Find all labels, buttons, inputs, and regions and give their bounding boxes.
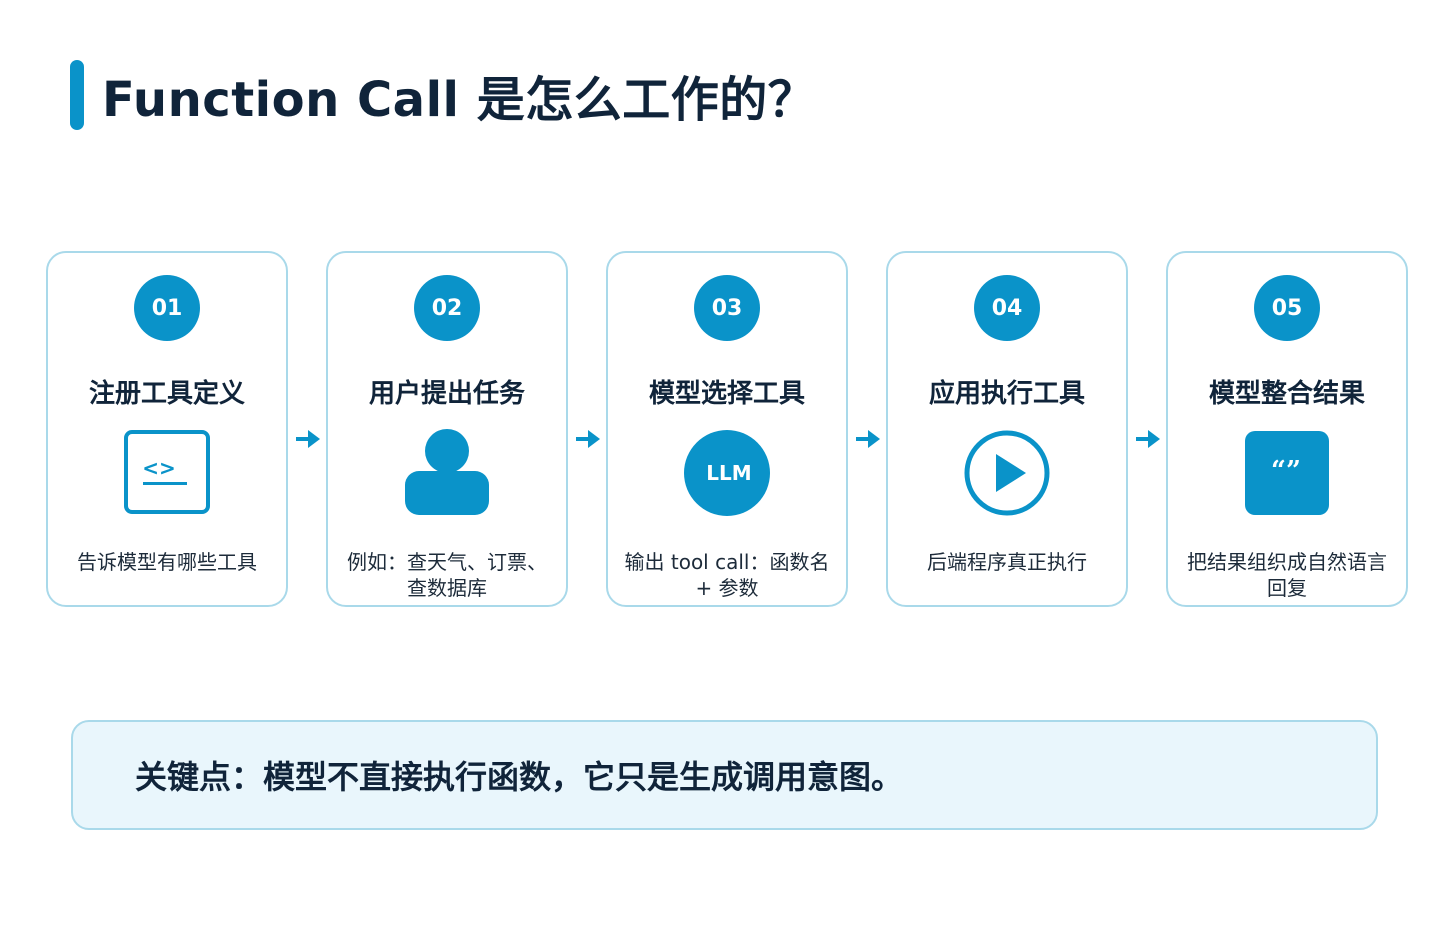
title-accent-bar: [70, 60, 84, 130]
step-title: 模型选择工具: [648, 379, 805, 409]
user-icon: [403, 429, 491, 517]
arrow-right-icon: [576, 430, 600, 448]
step-title: 注册工具定义: [88, 379, 245, 409]
play-icon: [963, 429, 1051, 517]
code-icon-symbol: <>: [142, 456, 176, 480]
step-card-1: 01 注册工具定义 <> 告诉模型有哪些工具: [46, 251, 288, 607]
step-number-badge: 05: [1254, 275, 1320, 341]
page-title: Function Call 是怎么工作的？: [102, 72, 817, 128]
step-number-badge: 02: [414, 275, 480, 341]
step-card-2: 02 用户提出任务 例如：查天气、订票、查数据库: [326, 251, 568, 607]
step-description: 告诉模型有哪些工具: [77, 550, 257, 574]
quote-icon: “”: [1243, 429, 1331, 517]
step-number-badge: 04: [974, 275, 1040, 341]
step-title: 用户提出任务: [368, 379, 525, 409]
step-title: 模型整合结果: [1208, 379, 1365, 409]
step-card-3: 03 模型选择工具 LLM 输出 tool call：函数名 + 参数: [606, 251, 848, 607]
step-card-4: 04 应用执行工具 后端程序真正执行: [886, 251, 1128, 607]
title-area: Function Call 是怎么工作的？: [70, 60, 816, 130]
step-description: 后端程序真正执行: [927, 550, 1087, 574]
step-title: 应用执行工具: [928, 379, 1085, 409]
arrow-right-icon: [1136, 430, 1160, 448]
step-number-badge: 01: [134, 275, 200, 341]
key-point-callout: 关键点：模型不直接执行函数，它只是生成调用意图。: [71, 720, 1378, 830]
code-window-icon: <>: [123, 429, 211, 517]
quote-icon-symbol: “”: [1271, 456, 1301, 486]
arrow-right-icon: [296, 430, 320, 448]
llm-icon: LLM: [683, 429, 771, 517]
key-point-text: 关键点：模型不直接执行函数，它只是生成调用意图。: [135, 758, 904, 796]
llm-icon-label: LLM: [706, 461, 751, 485]
step-number-badge: 03: [694, 275, 760, 341]
step-description: 把结果组织成自然语言回复: [1187, 550, 1387, 600]
step-description: 例如：查天气、订票、查数据库: [347, 550, 547, 600]
arrow-right-icon: [856, 430, 880, 448]
step-card-5: 05 模型整合结果 “” 把结果组织成自然语言回复: [1166, 251, 1408, 607]
step-description: 输出 tool call：函数名 + 参数: [624, 550, 830, 600]
